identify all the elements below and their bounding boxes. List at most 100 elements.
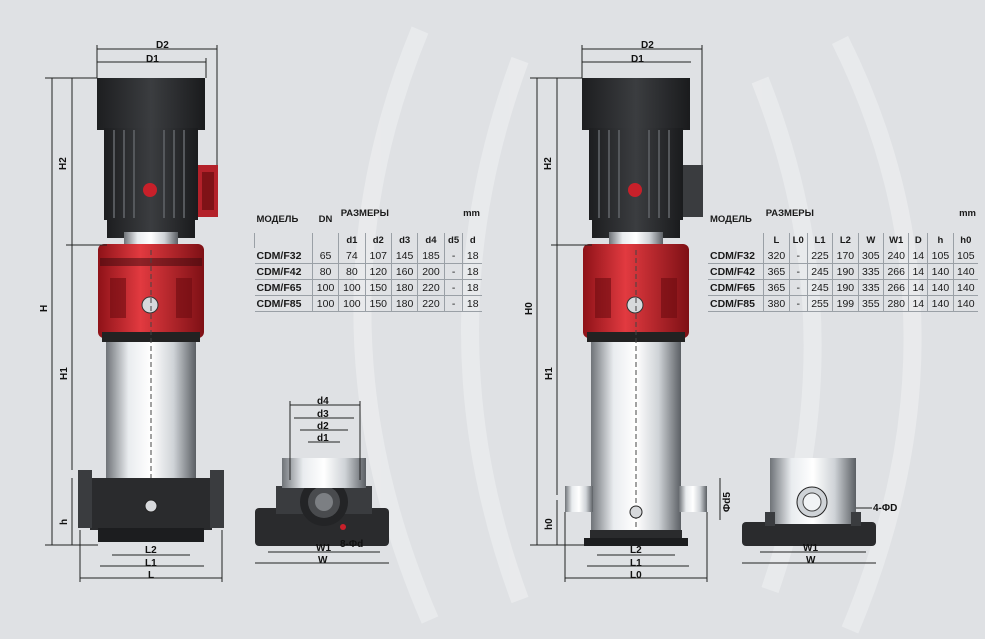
table-right-col: W	[857, 233, 884, 248]
table-left-col: d2	[364, 233, 392, 248]
right-pump-dimensions	[530, 45, 721, 582]
value-cell: -	[788, 263, 808, 280]
table-right-col: L0	[788, 233, 808, 248]
base-label-w1: W1	[316, 543, 331, 554]
value-cell: 140	[952, 295, 978, 312]
model-cell: CDM/F42	[254, 263, 313, 280]
right-label-h0: H0	[524, 302, 535, 315]
right-label-d1: D1	[631, 54, 644, 65]
value-cell: 200	[417, 263, 445, 280]
value-cell: 266	[882, 263, 909, 280]
value-cell: 199	[832, 295, 859, 312]
value-cell: 140	[952, 263, 978, 280]
value-cell: 160	[390, 263, 418, 280]
model-cell: CDM/F32	[708, 248, 764, 264]
value-cell: 220	[417, 295, 445, 312]
left-label-d1: D1	[146, 54, 159, 65]
value-cell: -	[443, 248, 463, 264]
model-cell: CDM/F32	[254, 248, 313, 264]
left-label-h-small: h	[59, 519, 70, 525]
value-cell: 190	[832, 263, 859, 280]
value-cell: 80	[338, 263, 366, 280]
left-base-view	[255, 458, 389, 546]
value-cell: -	[788, 279, 808, 296]
value-cell: 240	[882, 248, 909, 264]
value-cell: 180	[390, 279, 418, 296]
base-label-d4: d4	[317, 396, 329, 407]
model-cell: CDM/F65	[708, 279, 764, 296]
value-cell: 320	[763, 248, 790, 264]
left-pump-elevation	[78, 78, 224, 542]
left-label-h: H	[39, 305, 50, 312]
right-base-label-w1: W1	[803, 543, 818, 554]
value-cell: 100	[311, 279, 339, 296]
right-label-l1: L1	[630, 558, 642, 569]
value-cell: 100	[338, 279, 366, 296]
table-left-col: d	[462, 233, 482, 248]
value-cell: -	[443, 279, 463, 296]
table-right-col: W1	[882, 233, 909, 248]
base-label-w: W	[318, 555, 328, 566]
value-cell: 280	[882, 295, 909, 312]
right-label-d2: D2	[641, 40, 654, 51]
value-cell: 18	[462, 295, 482, 312]
value-cell: 14	[908, 248, 928, 264]
right-label-d5: Φd5	[722, 492, 733, 512]
value-cell: 365	[763, 263, 790, 280]
base-label-d3: d3	[317, 409, 329, 420]
table-right-col: D	[908, 233, 928, 248]
table-left-col: d4	[417, 233, 445, 248]
table-right-col: h	[927, 233, 954, 248]
left-label-l1: L1	[145, 558, 157, 569]
value-cell: 105	[927, 248, 954, 264]
value-cell: 170	[832, 248, 859, 264]
right-label-l2: L2	[630, 545, 642, 556]
left-pump-dimensions	[45, 45, 223, 582]
right-base-label-w: W	[806, 555, 816, 566]
model-cell: CDM/F42	[708, 263, 764, 280]
table-left-dims-header: РАЗМЕРЫ	[340, 208, 389, 219]
value-cell: 335	[857, 263, 884, 280]
left-base-dimensions	[255, 401, 389, 564]
value-cell: 100	[311, 295, 339, 312]
value-cell: -	[788, 295, 808, 312]
value-cell: 100	[338, 295, 366, 312]
value-cell: 14	[908, 279, 928, 296]
table-left-model-header: МОДЕЛЬ	[256, 214, 299, 225]
value-cell: 266	[882, 279, 909, 296]
value-cell: -	[443, 263, 463, 280]
value-cell: 140	[952, 279, 978, 296]
table-right-col: L2	[832, 233, 859, 248]
value-cell: 335	[857, 279, 884, 296]
table-left-unit: mm	[463, 208, 480, 219]
right-base-label-holes: 4-ΦD	[873, 503, 897, 514]
value-cell: 140	[927, 263, 954, 280]
left-label-h2: H2	[58, 157, 69, 170]
value-cell: 245	[806, 279, 833, 296]
table-right-col: L	[763, 233, 790, 248]
value-cell: 225	[806, 248, 833, 264]
right-label-l0: L0	[630, 570, 642, 581]
model-cell: CDM/F65	[254, 279, 313, 296]
value-cell: 18	[462, 248, 482, 264]
value-cell: 65	[311, 248, 339, 264]
model-cell: CDM/F85	[708, 295, 764, 312]
value-cell: 355	[857, 295, 884, 312]
value-cell: 150	[364, 279, 392, 296]
value-cell: -	[788, 248, 808, 264]
right-base-view	[742, 458, 876, 546]
value-cell: 107	[364, 248, 392, 264]
value-cell: 18	[462, 263, 482, 280]
value-cell: 105	[952, 248, 978, 264]
table-left-dn-header: DN	[318, 214, 333, 225]
value-cell: 14	[908, 295, 928, 312]
left-label-h1: H1	[59, 367, 70, 380]
value-cell: 14	[908, 263, 928, 280]
